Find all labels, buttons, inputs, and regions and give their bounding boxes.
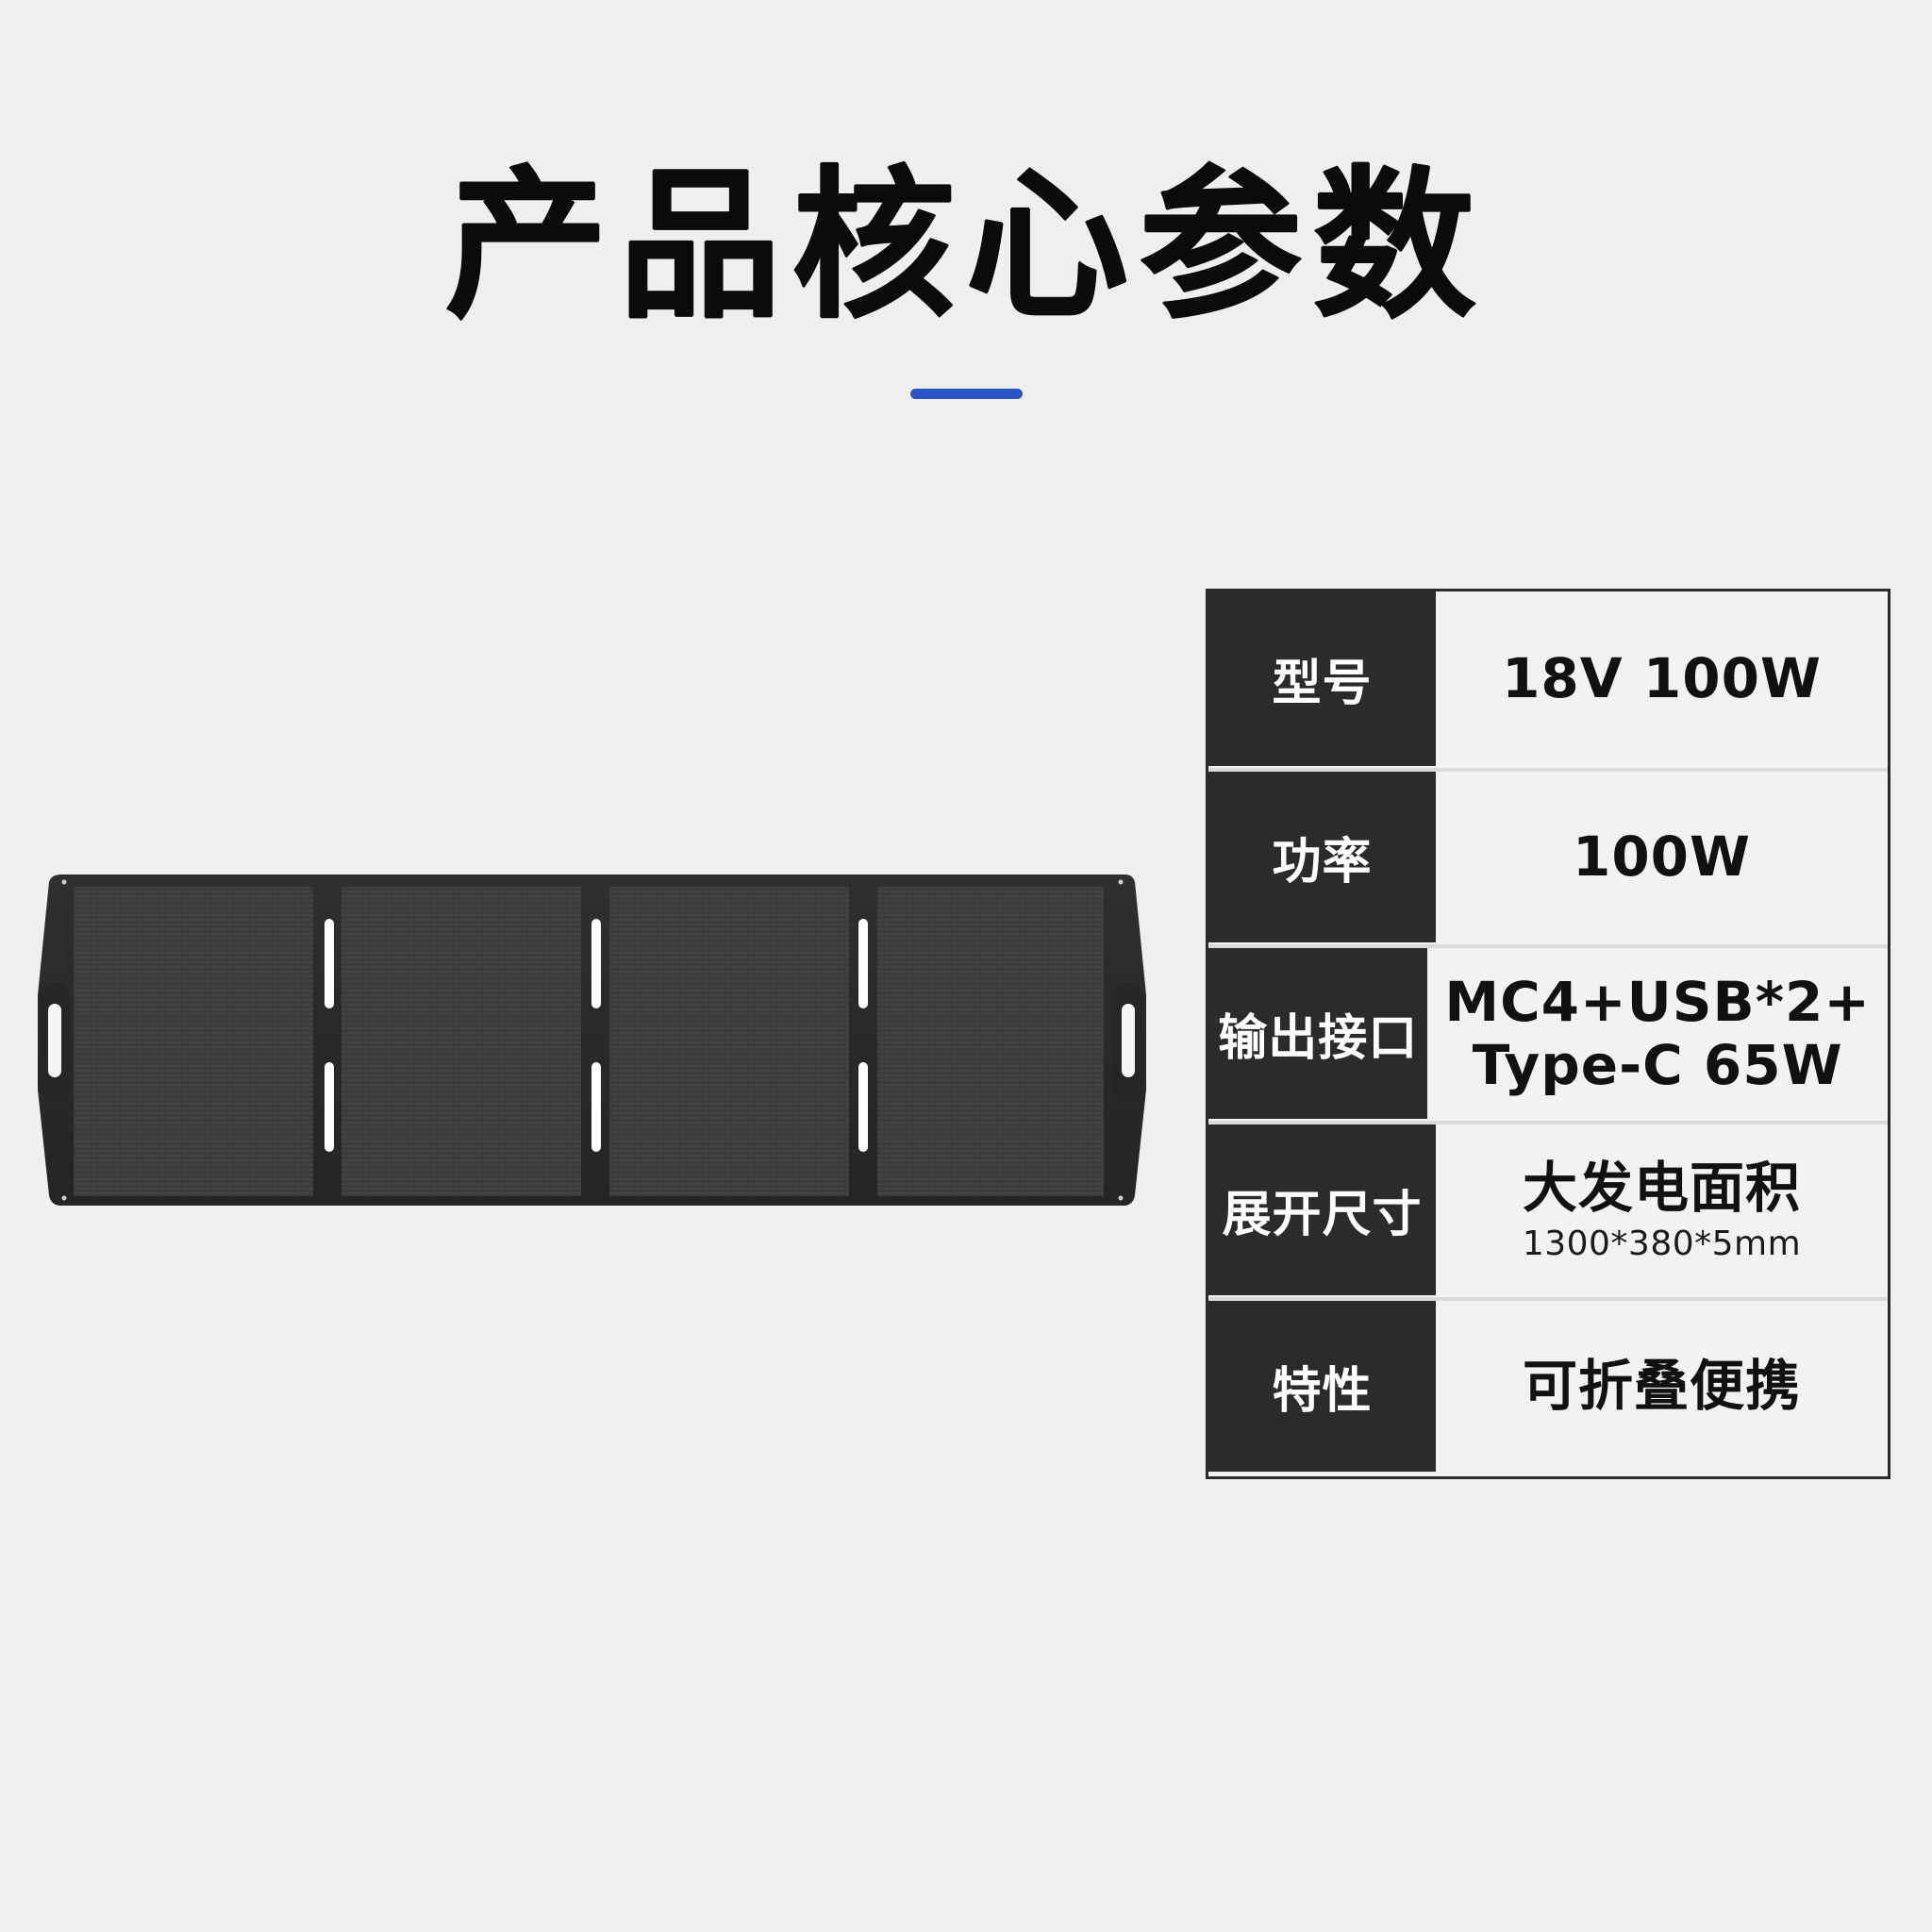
- spec-value-output-ports: MC4+USB*2+ Type-C 65W: [1427, 948, 1888, 1119]
- hinge-slot-2: [325, 1062, 334, 1152]
- spec-value-unfolded-size: 大发电面积 1300*380*5mm: [1436, 1124, 1888, 1295]
- specs-table: 型号 18V 100W 功率 100W 输出接口 MC4+USB*2+ Type…: [1206, 589, 1890, 1479]
- spec-value-output-line-1: MC4+USB*2+: [1444, 969, 1871, 1034]
- solar-panel-image: [38, 873, 1146, 1208]
- spec-value-power-line: 100W: [1572, 824, 1752, 890]
- spec-row-unfolded-size: 展开尺寸 大发电面积 1300*380*5mm: [1208, 1121, 1888, 1295]
- corner-grommet-2: [1118, 879, 1124, 885]
- hinge-slot-4: [591, 1062, 601, 1152]
- solar-panel-body: [38, 874, 1146, 1206]
- left-handle-slot: [48, 1004, 61, 1077]
- corner-grommet-1: [61, 879, 67, 885]
- title-accent-bar: [910, 389, 1023, 399]
- hinge-slot-3: [591, 919, 601, 1008]
- solar-cell-group-sheen-3: [609, 887, 849, 1196]
- spec-label-model: 型号: [1208, 591, 1436, 766]
- right-handle-slot: [1122, 1004, 1135, 1077]
- spec-label-output-ports: 输出接口: [1208, 948, 1428, 1119]
- solar-cell-group-sheen-1: [74, 887, 313, 1196]
- spec-row-power: 功率 100W: [1208, 768, 1888, 942]
- spec-value-output-line-2: Type-C 65W: [1472, 1032, 1843, 1097]
- spec-value-size-dimensions: 1300*380*5mm: [1522, 1224, 1802, 1263]
- spec-value-features-line: 可折叠便携: [1522, 1354, 1801, 1419]
- spec-label-power: 功率: [1208, 772, 1436, 942]
- solar-cell-group-sheen-2: [341, 887, 581, 1196]
- corner-grommet-4: [1118, 1195, 1124, 1201]
- spec-value-power: 100W: [1436, 772, 1888, 942]
- spec-value-features: 可折叠便携: [1436, 1301, 1888, 1472]
- hinge-slot-1: [325, 919, 334, 1008]
- solar-cell-group-4: [877, 887, 1104, 1196]
- spec-row-output-ports: 输出接口 MC4+USB*2+ Type-C 65W: [1208, 944, 1888, 1119]
- solar-cell-group-3: [609, 887, 849, 1196]
- spec-label-unfolded-size: 展开尺寸: [1208, 1124, 1436, 1295]
- spec-value-model-line: 18V 100W: [1502, 646, 1822, 711]
- spec-row-features: 特性 可折叠便携: [1208, 1297, 1888, 1472]
- spec-value-size-headline: 大发电面积: [1522, 1156, 1801, 1221]
- spec-label-features: 特性: [1208, 1301, 1436, 1472]
- spec-value-model: 18V 100W: [1436, 591, 1888, 766]
- page-title: 产品核心参数: [445, 151, 1487, 341]
- hinge-slot-6: [858, 1062, 868, 1152]
- hinge-slot-5: [858, 919, 868, 1008]
- solar-cell-group-sheen-4: [877, 887, 1104, 1196]
- solar-cell-group-2: [341, 887, 581, 1196]
- spec-row-model: 型号 18V 100W: [1208, 591, 1888, 766]
- corner-grommet-3: [61, 1195, 67, 1201]
- solar-cell-group-1: [74, 887, 313, 1196]
